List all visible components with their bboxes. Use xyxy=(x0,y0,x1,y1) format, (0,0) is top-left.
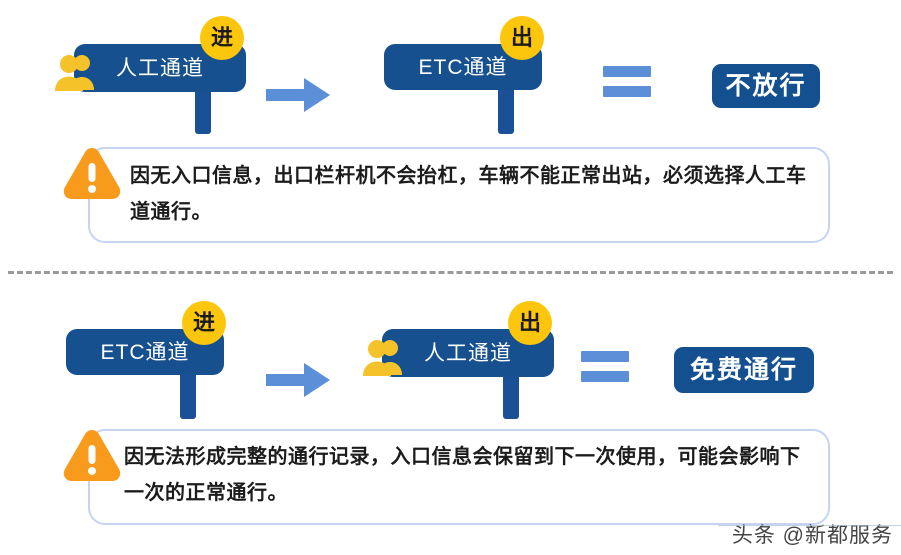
people-icon xyxy=(362,337,406,377)
result-label: 免费通行 xyxy=(689,355,798,384)
direction-badge-entry: 进 xyxy=(200,16,244,60)
direction-badge-label: 出 xyxy=(518,310,541,335)
direction-badge-exit: 出 xyxy=(508,301,552,345)
direction-badge-label: 出 xyxy=(510,25,533,50)
lane-sign-label: ETC通道 xyxy=(100,340,190,364)
lane-sign-label: 人工通道 xyxy=(424,341,512,365)
equals-bar-top xyxy=(603,66,651,77)
note-text-2: 因无法形成完整的通行记录，入口信息会保留到下一次使用，可能会影响下一次的正常通行… xyxy=(124,446,801,504)
entry-sign-2: ETC通道 进 xyxy=(60,297,280,419)
exit-sign-1: ETC通道 出 xyxy=(378,12,598,134)
lane-sign-panel: ETC通道 xyxy=(66,329,224,375)
arrow-right-icon xyxy=(266,78,330,112)
result-badge-1: 不放行 xyxy=(712,64,820,108)
section-divider xyxy=(8,271,893,274)
direction-badge-label: 进 xyxy=(210,25,233,50)
watermark: 头条 @新都服务 xyxy=(717,519,901,549)
result-label: 不放行 xyxy=(725,71,807,100)
scenario-row-2: ETC通道 进 人工通道 xyxy=(0,285,901,555)
equals-bar-bottom xyxy=(603,86,651,97)
arrow-right-icon xyxy=(266,363,330,397)
equals-bar-top xyxy=(581,351,629,362)
equals-icon xyxy=(581,351,629,385)
equals-icon xyxy=(603,66,651,100)
note-box-2 xyxy=(88,429,830,525)
direction-badge-label: 进 xyxy=(192,310,215,335)
exit-sign-2: 人工通道 出 xyxy=(363,297,598,419)
warning-triangle-icon xyxy=(62,146,122,200)
watermark-line xyxy=(717,525,901,526)
scenario-row-1: 人工通道 进 xyxy=(0,0,901,262)
equals-bar-bottom xyxy=(581,371,629,382)
note-box-1 xyxy=(88,147,830,243)
lane-sign-label: 人工通道 xyxy=(116,56,204,80)
watermark-label: 头条 @新都服务 xyxy=(731,524,893,547)
lane-sign-label: ETC通道 xyxy=(418,55,508,79)
direction-badge-entry: 进 xyxy=(182,301,226,345)
entry-sign-1: 人工通道 进 xyxy=(55,12,290,134)
note-text-1: 因无入口信息，出口栏杆机不会抬杠，车辆不能正常出站，必须选择人工车道通行。 xyxy=(130,165,807,223)
result-badge-2: 免费通行 xyxy=(674,347,814,393)
warning-triangle-icon xyxy=(62,428,122,482)
direction-badge-exit: 出 xyxy=(500,16,544,60)
people-icon xyxy=(54,52,98,92)
